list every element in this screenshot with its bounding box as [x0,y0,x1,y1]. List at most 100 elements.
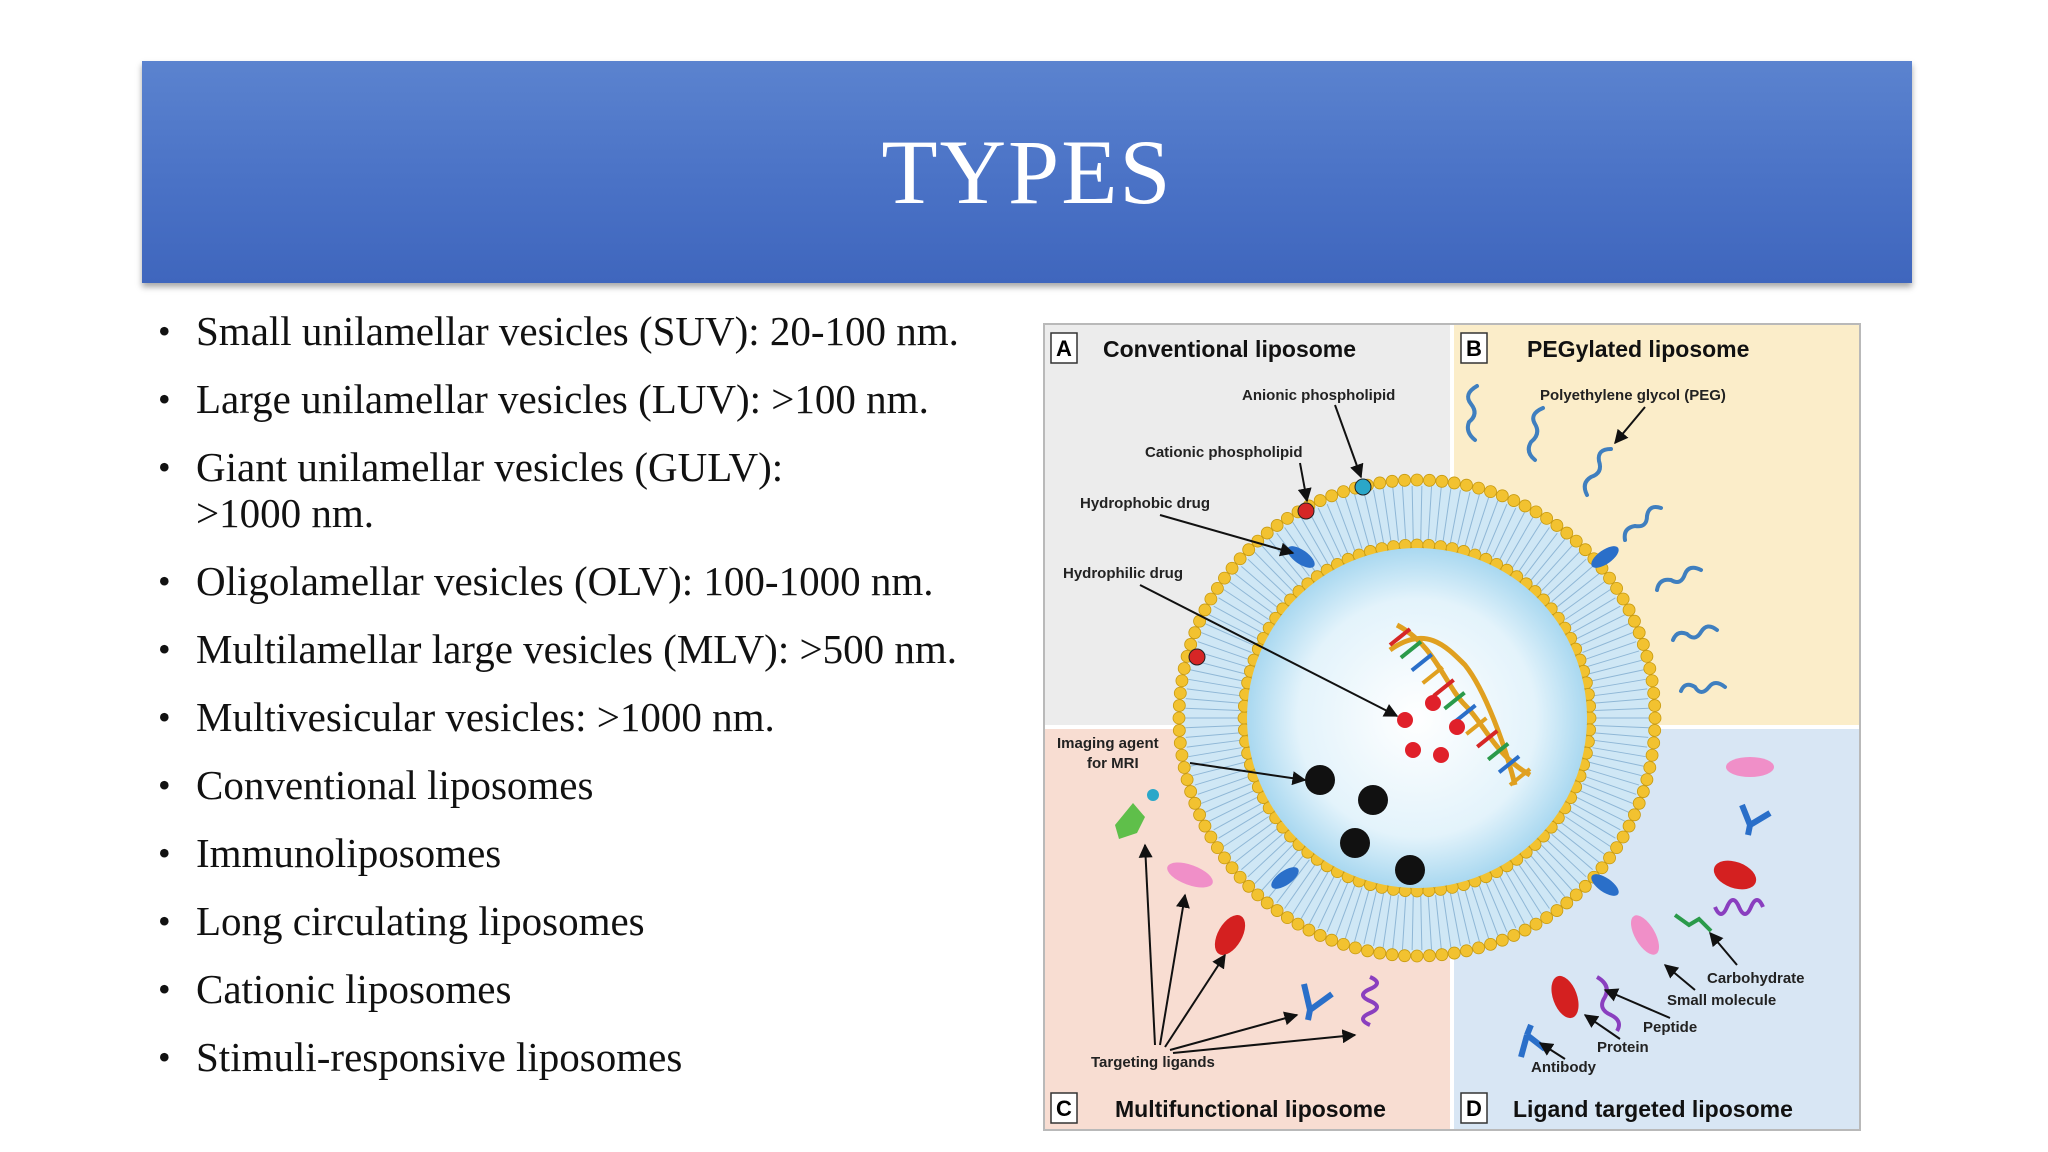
bullet-text: Immunoliposomes [196,830,502,876]
lipid-head [1361,944,1374,958]
lipid-head [1447,476,1461,490]
lipid-tail [1576,614,1626,640]
bullet-icon: • [158,833,171,873]
lipid-head [1636,785,1650,798]
bullet-text: Oligolamellar vesicles (OLV): 100-1000 n… [196,558,934,604]
lipid-tail [1234,828,1278,863]
panel-b-letter: B [1466,336,1482,361]
lipid-tail [1592,747,1646,758]
bullet-text: Multilamellar large vesicles (MLV): >500… [196,626,957,672]
lipid-head [1410,473,1424,487]
dna-base-pair [1388,627,1412,647]
lipid-tail [1188,747,1242,758]
lipid-tail [1464,494,1480,547]
lipid-tail [1505,871,1534,920]
lipid-head [1540,511,1554,525]
lipid-tail [1560,581,1605,614]
lipid-head [1373,476,1387,490]
bullet-icon: • [158,629,171,669]
bullet-list: •Small unilamellar vesicles (SUV): 20-10… [150,308,1010,1102]
lipid-tail [1505,516,1534,565]
panel-a-letter: A [1056,336,1072,361]
bullet-icon: • [158,447,171,487]
lipid-tail [1218,809,1266,839]
lipid-tail [1204,623,1255,647]
bullet-item: • Immunoliposomes [150,830,1010,876]
hydrophobic-drug-icon [1271,867,1299,889]
lipid-tail [1276,859,1310,904]
lipid-tail [1241,566,1283,603]
lipid-head [1569,534,1583,548]
dna-base-pair [1399,640,1423,660]
lipid-head [1610,581,1624,595]
lipid-head [1337,937,1350,951]
lipid-head [1495,933,1509,947]
lipid-head [1225,561,1239,575]
bullet-text: Cationic liposomes [196,966,512,1012]
lipid-head [1218,571,1231,585]
lipid-head [1610,841,1624,855]
lipid-tail [1401,486,1407,541]
lipid-tail [1582,632,1633,653]
lipid-head [1569,888,1583,902]
lipid-tail [1511,868,1542,915]
lipid-head [1628,614,1641,628]
lipid-tail [1420,486,1423,541]
lipid-head [1337,485,1350,499]
lipid-tail [1560,822,1605,855]
lipid-head [1233,870,1247,884]
lipid-tail [1234,573,1278,608]
lipid-head [1540,911,1554,925]
dna-base-pair [1465,716,1488,736]
lipid-head [1518,923,1532,937]
lipid-head [1188,796,1202,810]
lipid-head [1280,511,1294,525]
title-bar: TYPES [142,61,1912,283]
lipid-tail [1499,512,1525,561]
panel-d-title: Ligand targeted liposome [1513,1096,1793,1122]
hydrophilic-drug-icon [1397,695,1465,763]
lipid-head [1204,830,1218,844]
dna-base-pair [1486,741,1510,762]
lipid-tail [1411,486,1414,541]
lipid-tail [1485,881,1508,933]
lipid-tail [1223,589,1270,620]
aqueous-core [1247,548,1587,888]
slide-title: TYPES [881,121,1173,223]
bullet-icon: • [158,311,171,351]
lipid-head [1643,662,1657,675]
lipid-tail [1247,839,1288,878]
lipid-tail [1194,768,1247,786]
lipid-tail [1556,573,1600,608]
bullet-item: • Oligolamellar vesicles (OLV): 100-1000 … [150,558,1010,604]
lipid-tail [1208,796,1258,822]
lipid-head [1560,896,1574,910]
lipid-head [1302,923,1316,937]
lipid-tail [1229,581,1274,614]
lipid-head [1198,603,1212,617]
panel-c-letter: C [1056,1096,1072,1121]
dna-base-pair [1443,691,1466,711]
lipid-tail [1442,894,1452,948]
lipid-tail [1564,589,1611,620]
lipid-tail [1392,894,1399,949]
lipid-tail [1464,889,1480,942]
lipid-tail [1435,894,1442,949]
lipid-head [1172,699,1186,712]
lipid-tail [1229,822,1274,855]
label-imaging-agent-mri: for MRI [1087,755,1139,772]
hydrophobic-drug-icon [1591,546,1619,568]
lipid-tail [1530,854,1566,898]
lipid-tail [1201,632,1252,653]
bullet-icon: • [158,561,171,601]
lipid-tail [1254,844,1293,885]
lipid-tail [1401,895,1407,950]
lipid-head [1645,674,1659,688]
lipid-tail [1373,490,1385,544]
lipid-head [1225,861,1239,875]
lipid-head [1507,929,1521,942]
lipid-head [1385,474,1399,488]
lipid-head [1423,949,1436,963]
lipid-tail [1427,895,1433,950]
lipid-head [1373,946,1387,960]
